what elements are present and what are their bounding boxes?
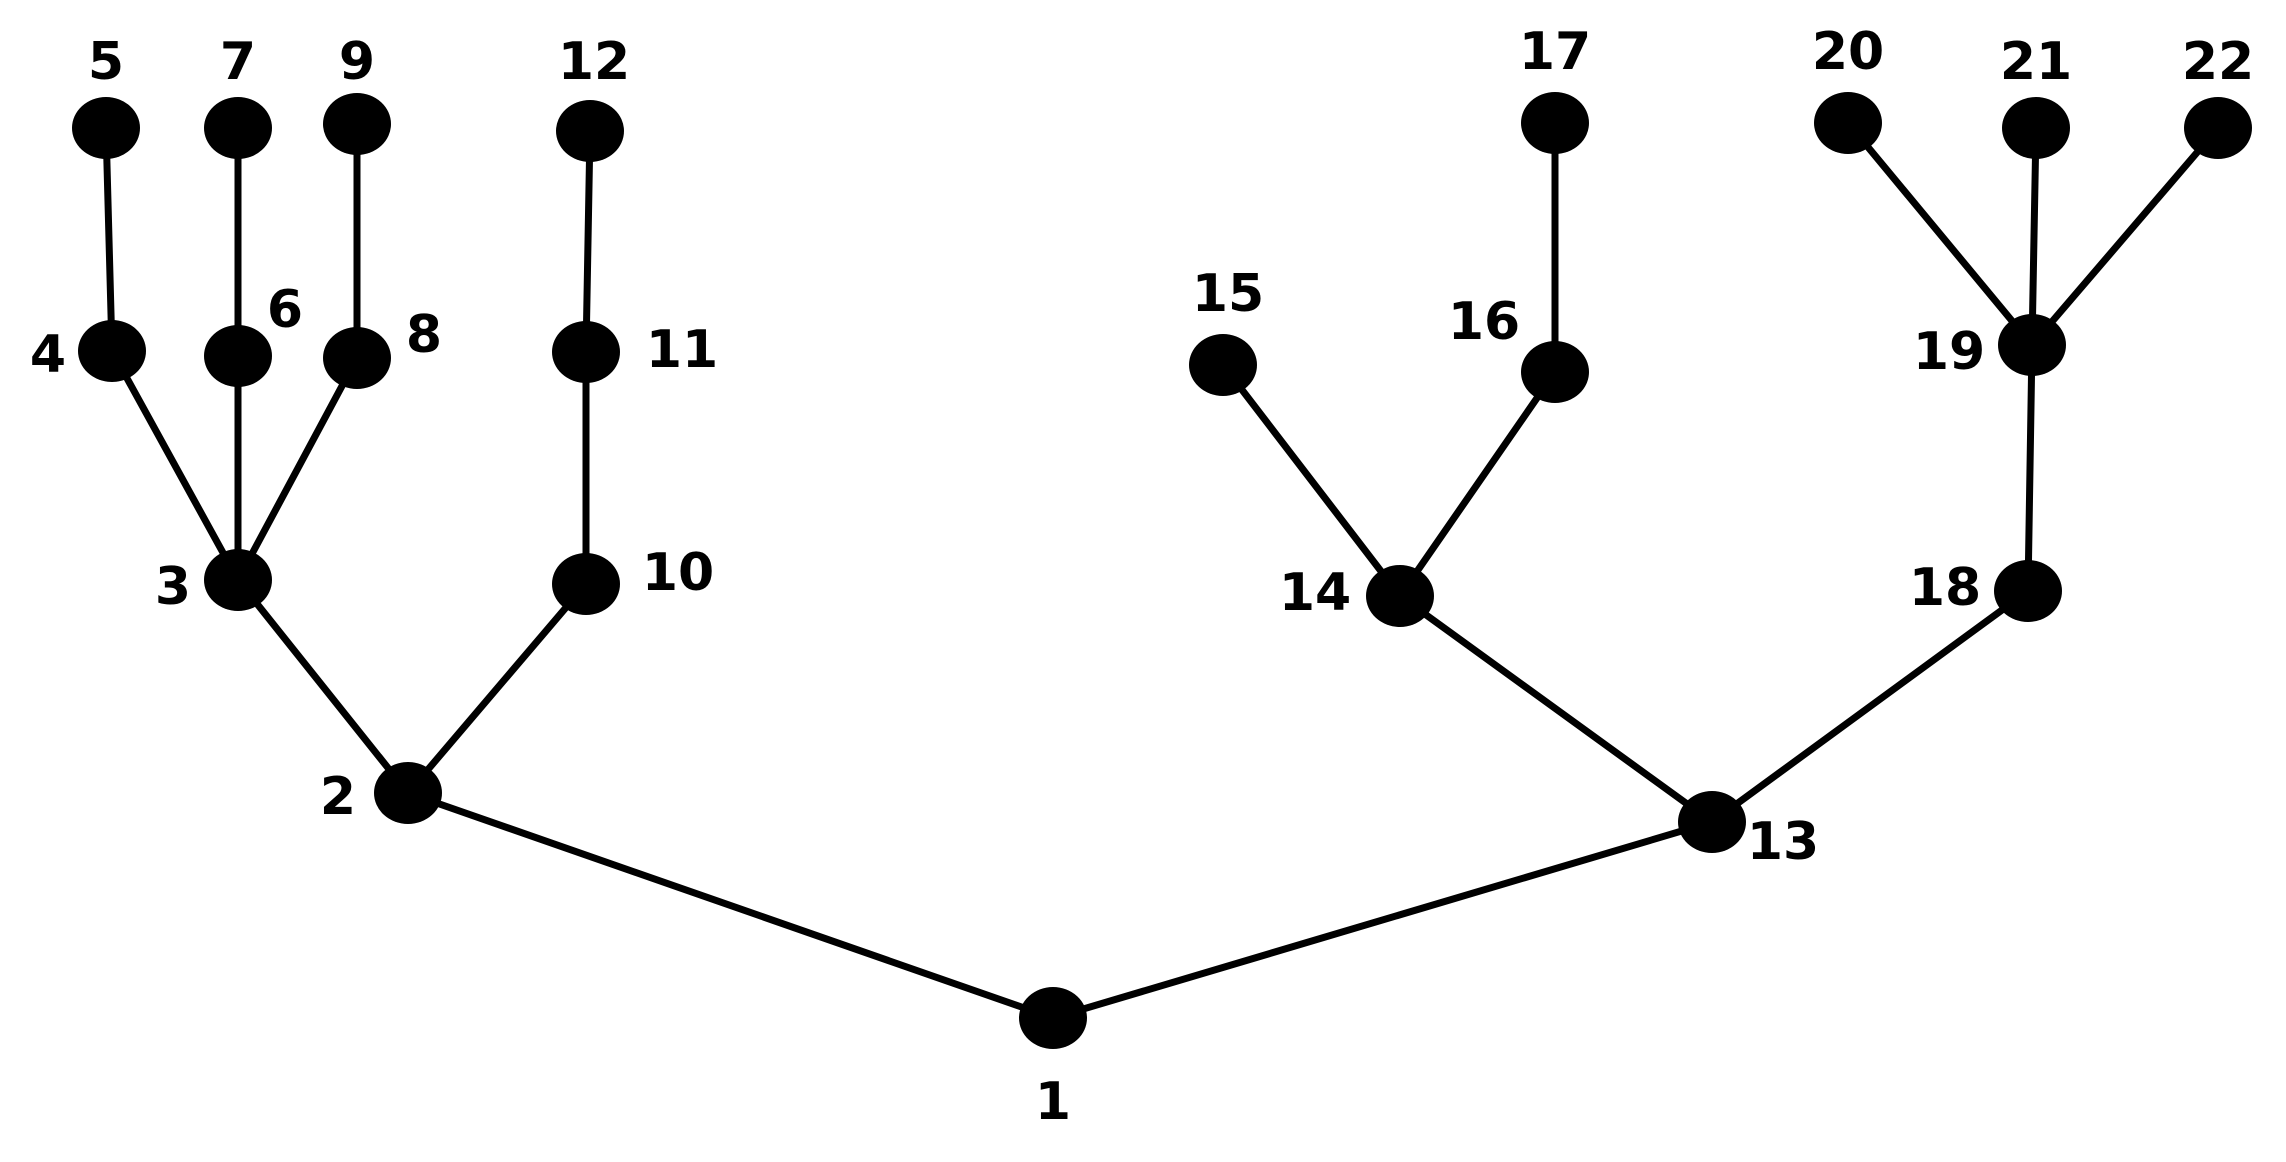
nodes-layer (72, 92, 2252, 1049)
node-label-18: 18 (1909, 558, 1981, 618)
edges-layer (102, 119, 2222, 1022)
node-label-5: 5 (88, 32, 124, 92)
node-label-7: 7 (220, 32, 256, 92)
node-label-20: 20 (1812, 22, 1884, 82)
node-19 (1998, 314, 2066, 376)
edge-2-3 (234, 576, 412, 797)
node-4 (78, 320, 146, 382)
node-label-12: 12 (558, 32, 630, 92)
node-12 (556, 100, 624, 162)
node-8 (323, 327, 391, 389)
node-7 (204, 97, 272, 159)
node-label-19: 19 (1913, 322, 1985, 382)
node-1 (1019, 987, 1087, 1049)
edge-14-16 (1396, 368, 1559, 600)
edge-13-18 (1708, 587, 2032, 826)
edge-1-13 (1049, 818, 1716, 1022)
edge-3-4 (108, 347, 242, 584)
node-label-10: 10 (642, 543, 714, 603)
edge-4-5 (102, 124, 116, 355)
node-21 (2002, 97, 2070, 159)
node-label-2: 2 (320, 767, 356, 827)
node-label-1: 1 (1035, 1072, 1071, 1132)
node-label-21: 21 (2000, 32, 2072, 92)
node-label-16: 16 (1448, 292, 1520, 352)
node-16 (1521, 341, 1589, 403)
node-label-22: 22 (2182, 32, 2254, 92)
node-6 (204, 325, 272, 387)
node-label-8: 8 (406, 305, 442, 365)
node-10 (552, 553, 620, 615)
node-label-17: 17 (1519, 22, 1591, 82)
node-13 (1678, 791, 1746, 853)
node-20 (1814, 92, 1882, 154)
node-11 (552, 321, 620, 383)
node-3 (204, 549, 272, 611)
node-label-14: 14 (1279, 563, 1351, 623)
node-5 (72, 97, 140, 159)
node-17 (1521, 92, 1589, 154)
node-2 (374, 762, 442, 824)
edge-19-22 (2028, 124, 2222, 349)
node-label-15: 15 (1192, 264, 1264, 324)
edge-1-2 (404, 789, 1057, 1022)
node-label-6: 6 (267, 280, 303, 340)
node-14 (1366, 565, 1434, 627)
node-9 (323, 93, 391, 155)
node-label-9: 9 (339, 32, 375, 92)
edge-13-14 (1396, 592, 1716, 826)
node-label-11: 11 (646, 320, 718, 380)
edge-3-8 (234, 354, 361, 584)
edge-18-19 (2024, 341, 2036, 595)
node-label-13: 13 (1747, 812, 1819, 872)
node-label-4: 4 (30, 325, 66, 385)
edge-19-21 (2028, 124, 2040, 349)
edge-2-10 (404, 580, 590, 797)
node-label-3: 3 (155, 557, 191, 617)
node-22 (2184, 97, 2252, 159)
edge-19-20 (1844, 119, 2036, 349)
node-15 (1189, 334, 1257, 396)
edge-11-12 (582, 127, 594, 356)
edge-14-15 (1219, 361, 1404, 600)
node-18 (1994, 560, 2062, 622)
